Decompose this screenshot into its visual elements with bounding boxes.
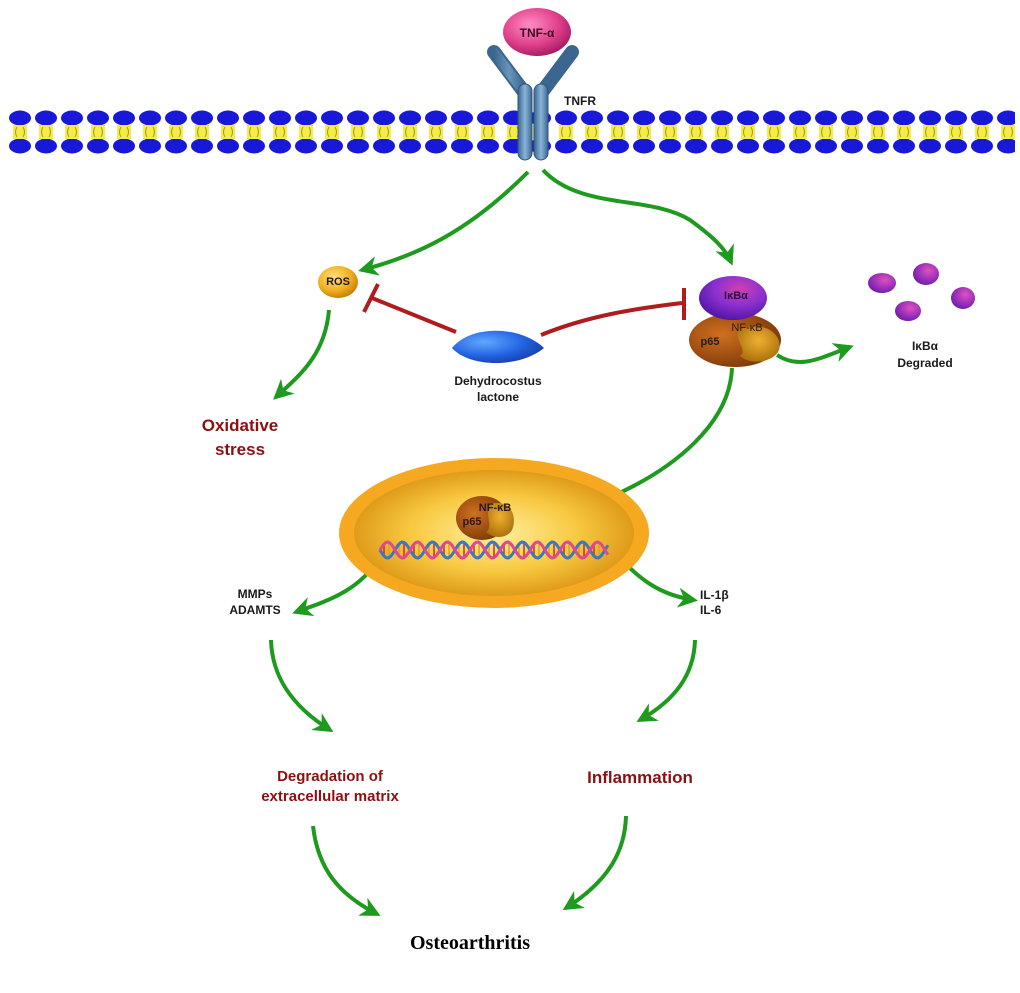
cell-membrane: [7, 110, 1015, 154]
arrow-mmps-to-ecm: [269, 639, 334, 733]
tnf-alpha-ligand: [503, 8, 571, 56]
arrow-tnfr-to-ros: [358, 170, 530, 276]
drug-label-line2: lactone: [476, 390, 519, 404]
inhibition-drug-to-ros: [362, 283, 457, 334]
nuclear-nfkb: [456, 496, 514, 540]
nuclear-p65-label: p65: [462, 516, 482, 528]
il6-label: IL-6: [700, 603, 722, 617]
dna-strand-1: [378, 540, 610, 560]
arrow-ros-to-oxidative-stress: [273, 309, 331, 400]
arrow-inflammation-to-osteoarthritis: [562, 815, 628, 911]
ikba-fragments: [868, 263, 975, 321]
arrow-cytokines-to-inflammation: [636, 639, 697, 722]
dna-helix: [378, 540, 610, 560]
arrow-ikba-to-degraded: [775, 343, 854, 364]
ikba-nfkb-complex: [689, 276, 781, 367]
mmps-label: MMPs: [237, 587, 273, 601]
inhibition-drug-to-ikba: [540, 288, 686, 337]
ikba-label: IκBα: [724, 290, 748, 302]
arrow-tnfr-to-ikba: [541, 168, 734, 266]
dna-strand-2: [378, 540, 610, 560]
complex-p65-label: p65: [700, 336, 720, 348]
il1b-label: IL-1β: [700, 588, 729, 602]
adamts-label: ADAMTS: [229, 603, 281, 617]
tnfr-receptor: [487, 45, 579, 161]
tnf-alpha-label: TNF-α: [519, 26, 555, 40]
oxidative-stress-line2: stress: [214, 440, 266, 459]
oxidative-stress-line1: Oxidative: [201, 416, 279, 435]
ikba-degraded-line1: IκBα: [911, 339, 939, 353]
ikba-degraded-line2: Degraded: [897, 356, 953, 370]
arrow-ecm-to-osteoarthritis: [311, 825, 381, 916]
tnfr-label: TNFR: [564, 94, 596, 108]
ecm-degradation-line1: Degradation of: [277, 768, 383, 785]
nuclear-nfkb-label: NF-κB: [478, 502, 512, 514]
ros-label: ROS: [326, 276, 350, 288]
osteoarthritis-label: Osteoarthritis: [410, 932, 530, 954]
inflammation-label: Inflammation: [587, 768, 693, 787]
ros-molecule: [318, 266, 358, 298]
complex-nfkb-label: NF-κB: [731, 322, 763, 334]
ecm-degradation-line2: extracellular matrix: [261, 788, 399, 805]
arrow-ikba-to-nucleus: [590, 367, 734, 508]
dehydrocostus-lactone-molecule: [452, 330, 544, 363]
drug-label-line1: Dehydrocostus: [454, 374, 542, 388]
